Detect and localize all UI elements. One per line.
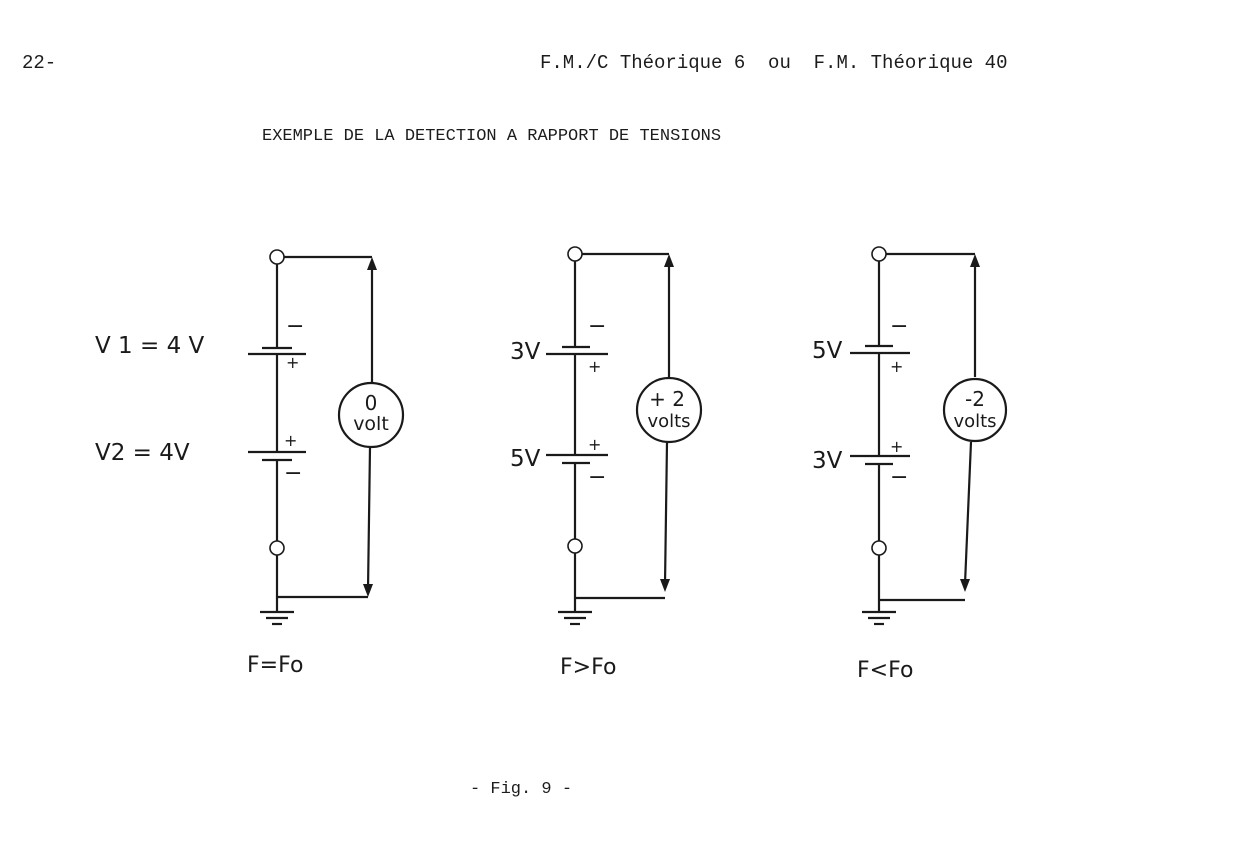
arrow-up-icon [367,257,377,270]
terminal-top [567,246,583,262]
voltmeter-unit: volts [647,411,690,432]
ground-icon [558,610,592,626]
arrow-down-icon [660,579,670,592]
terminal-mid [567,538,583,554]
voltmeter-value: 0 [365,391,378,415]
battery-bottom-label: V2 = 4V [95,440,190,466]
battery-top-plus: + [890,357,903,376]
meter-lead-bottom [366,446,372,591]
battery-top-plus: + [588,357,601,376]
battery-top-label: 3V [510,339,541,365]
battery-bottom-plus: + [284,431,297,450]
terminal-top [269,249,285,265]
arrow-up-icon [664,254,674,267]
voltmeter [635,376,703,444]
circuit-higher-frequency: − + 3V + − 5V + 2 volts F>Fo [510,246,703,680]
voltmeter [942,377,1008,443]
battery-top-minus: − [286,314,304,339]
battery-bottom: + − [248,431,306,486]
battery-bottom-plus: + [588,435,601,454]
battery-bottom-minus: − [588,465,606,490]
figure-caption: - Fig. 9 - [470,780,573,799]
battery-top: − + [546,314,608,376]
battery-top-label: 5V [812,338,843,364]
battery-bottom-plus: + [890,437,903,456]
ground-icon [260,610,294,626]
meter-lead-bottom [663,441,669,585]
condition-label: F<Fo [857,658,913,683]
arrow-up-icon [970,254,980,267]
battery-bottom-minus: − [890,465,908,490]
voltmeter [337,381,405,449]
battery-bottom: + − [546,435,608,490]
figure-title: EXEMPLE DE LA DETECTION A RAPPORT DE TEN… [262,127,722,146]
voltmeter-unit: volts [953,411,996,432]
page-number: 22- [22,52,57,74]
meter-lead-bottom [963,441,973,585]
arrow-down-icon [960,579,970,592]
battery-bottom: + − [850,437,910,490]
battery-top-plus: + [286,353,299,372]
battery-top-minus: − [890,314,908,339]
circuit-equal-frequency: − + V 1 = 4 V + − V2 = 4V 0 volt F=Fo [95,249,405,678]
terminal-mid [269,540,285,556]
battery-top-minus: − [588,314,606,339]
condition-label: F>Fo [560,655,616,680]
battery-bottom-minus: − [284,461,302,486]
arrow-down-icon [363,584,373,597]
condition-label: F=Fo [247,653,303,678]
circuit-lower-frequency: − + 5V + − 3V -2 volts F<Fo [812,246,1008,683]
page-header: F.M./C Théorique 6 ou F.M. Théorique 40 [540,52,1008,74]
battery-top-label: V 1 = 4 V [95,333,205,359]
terminal-mid [871,540,887,556]
ground-icon [862,610,896,626]
battery-bottom-label: 3V [812,448,843,474]
terminal-top [871,246,887,262]
voltmeter-unit: volt [353,413,389,435]
battery-bottom-label: 5V [510,446,541,472]
voltmeter-value: -2 [965,387,985,411]
battery-top: − + [248,314,306,372]
voltmeter-value: + 2 [649,387,685,411]
